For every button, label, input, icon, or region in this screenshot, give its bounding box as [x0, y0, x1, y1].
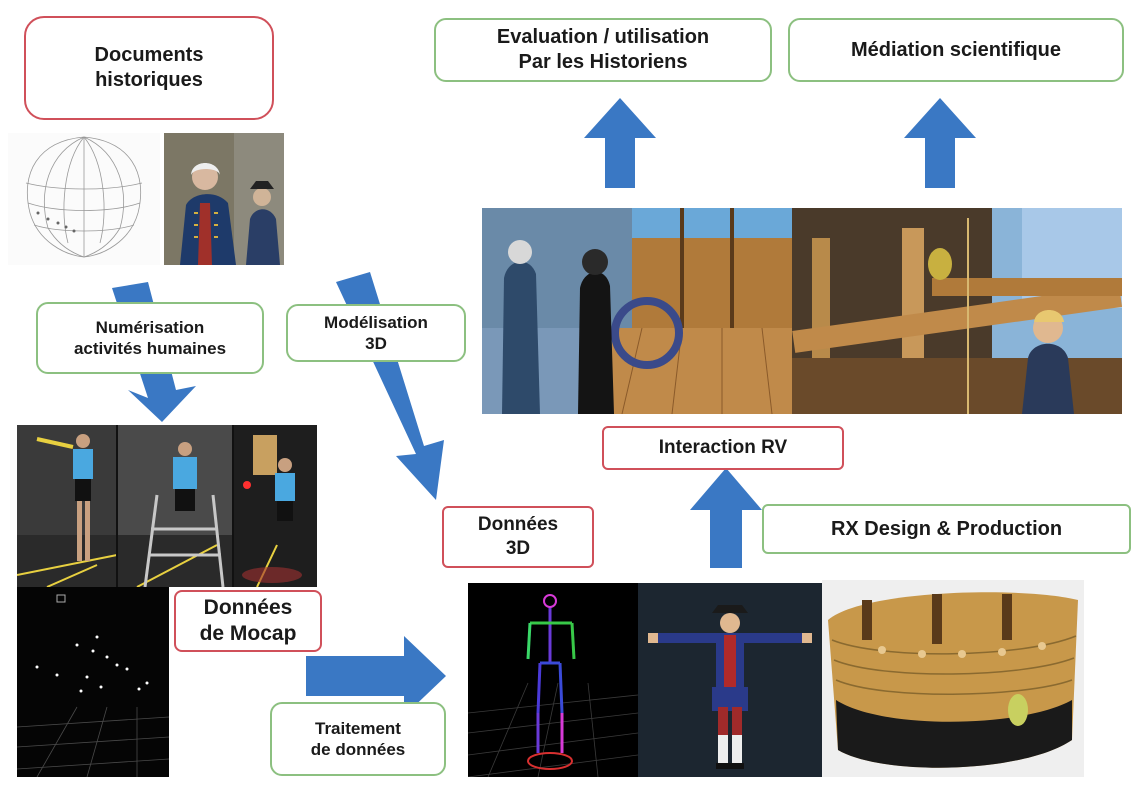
box-line: de Mocap — [199, 622, 297, 645]
ship-hull-drawing-image — [8, 133, 160, 265]
ship-model-image — [822, 580, 1084, 777]
arrow-up-mediation — [904, 98, 976, 188]
box-line: Modélisation — [324, 312, 428, 332]
box-line: de données — [310, 740, 406, 759]
box-line: Numérisation — [95, 317, 205, 337]
character-model-image — [638, 583, 822, 777]
donnees-mocap-box: Données de Mocap — [174, 590, 322, 652]
vr-ship-deck-image — [482, 208, 792, 414]
numerisation-box: Numérisation activités humaines — [36, 302, 264, 374]
skeleton-model-image — [468, 583, 638, 777]
box-line: RX Design & Production — [830, 517, 1063, 540]
virtual-ship-interior-image — [792, 208, 1122, 414]
donnees-3d-box: Données 3D — [442, 506, 594, 568]
box-line: Evaluation / utilisation — [496, 26, 710, 48]
box-line: Documents — [94, 44, 204, 66]
mediation-box: Médiation scientifique — [788, 18, 1124, 82]
documents-historiques-box: Documents historiques — [24, 16, 274, 120]
box-line: historiques — [95, 69, 203, 91]
box-line: Interaction RV — [658, 437, 788, 459]
box-line: Traitement — [315, 718, 401, 738]
box-line: 3D — [365, 334, 387, 353]
box-line: Données — [203, 595, 293, 619]
traitement-donnees-box: Traitement de données — [270, 702, 446, 776]
modelisation-box: Modélisation 3D — [286, 304, 466, 362]
box-line: Médiation scientifique — [850, 38, 1062, 61]
box-line: 3D — [505, 538, 531, 559]
rx-design-production-box: RX Design & Production — [762, 504, 1131, 554]
arrow-up-interaction — [690, 468, 762, 568]
box-line: activités humaines — [73, 339, 227, 358]
interaction-rv-box: Interaction RV — [602, 426, 844, 470]
mocap-point-cloud-image — [17, 587, 169, 777]
arrow-up-evaluation — [584, 98, 656, 188]
box-line: Par les Historiens — [518, 51, 688, 73]
mocap-actor-photos-image — [17, 425, 317, 587]
box-line: Données — [477, 514, 559, 536]
historical-portrait-image — [164, 133, 284, 265]
evaluation-box: Evaluation / utilisation Par les Histori… — [434, 18, 772, 82]
